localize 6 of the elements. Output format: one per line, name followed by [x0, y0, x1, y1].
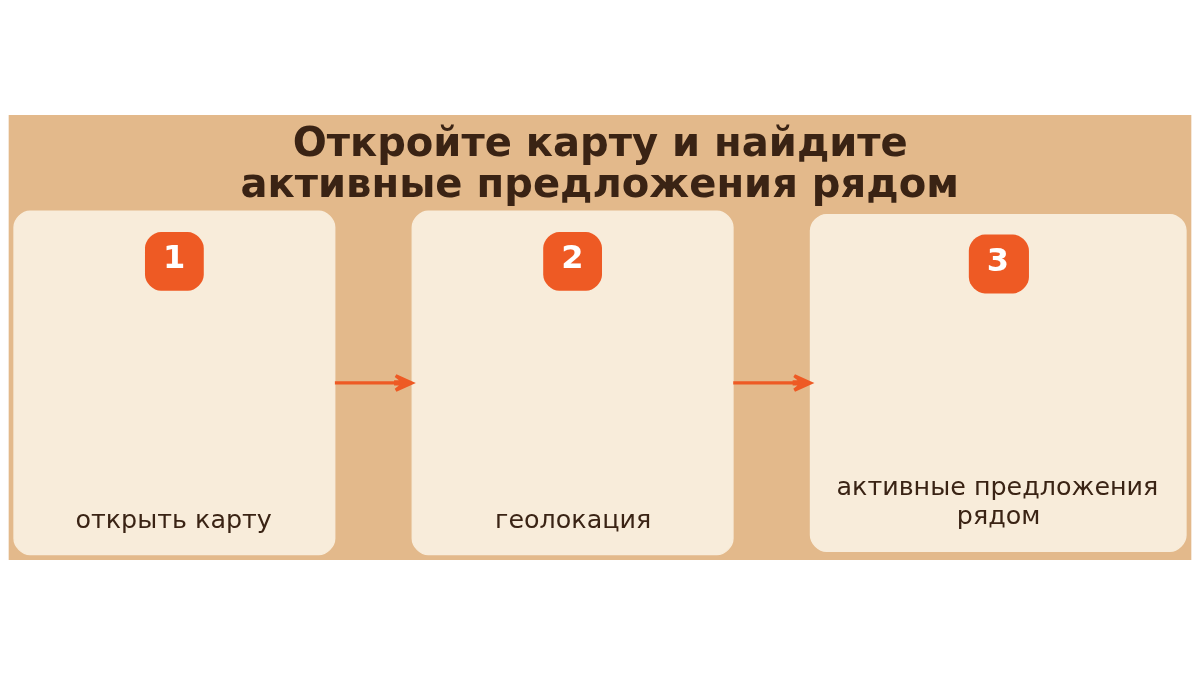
- node-box: 2 геолокация: [411, 210, 734, 556]
- node-box: 1 открыть карту: [13, 210, 336, 556]
- arrow: [334, 374, 414, 392]
- node-box: 3 активные предложения рядом: [809, 213, 1187, 552]
- arrow: [733, 374, 813, 392]
- diagram-title: Откройте карту и найдите активные предложения рядом: [240, 119, 959, 206]
